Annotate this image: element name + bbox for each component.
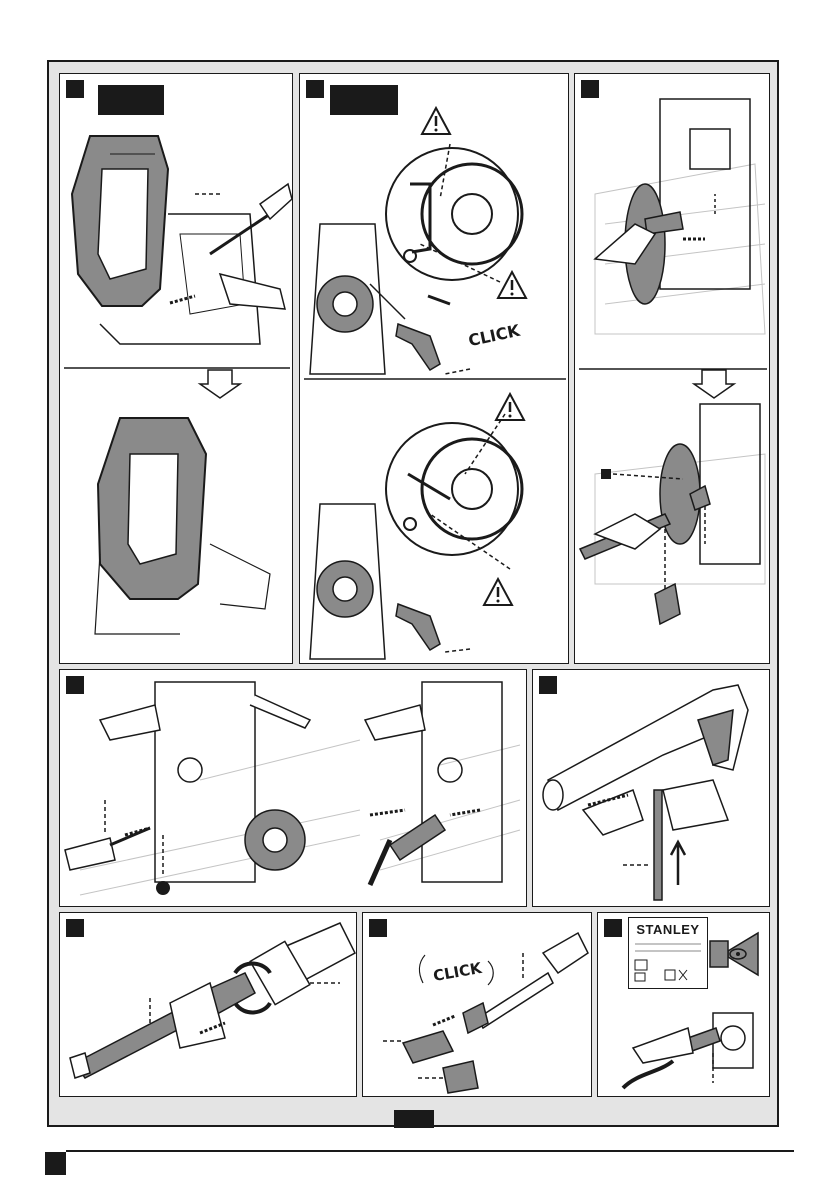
panel-power-plug: STANLEY: [597, 912, 770, 1097]
panel-lance-assembly: [59, 912, 357, 1097]
water-inlet-drawing: [575, 74, 770, 664]
instruction-sheet-frame: CLICK: [47, 60, 779, 1127]
panel-nozzle-attach: CLICK: [362, 912, 592, 1097]
eye-in-arrow-icon: [728, 933, 758, 975]
panel-hose-reel-crank: CLICK: [299, 73, 569, 664]
hose-reel-drawing: [300, 74, 569, 664]
handle-assembly-drawing: [60, 74, 293, 664]
lance-assembly-drawing: [60, 913, 357, 1097]
page-number-box: [394, 1110, 434, 1128]
panel-water-inlet: [574, 73, 770, 664]
gun-connection-drawing: [533, 670, 770, 907]
footer-rule: [66, 1150, 794, 1152]
nozzle-attach-drawing: [363, 913, 592, 1097]
footer-language-box: [45, 1152, 66, 1175]
outlet-hose-drawing: [60, 670, 527, 907]
power-plug-drawing: [598, 913, 770, 1097]
panel-handle-assembly: [59, 73, 293, 664]
panel-outlet-hose-connection: [59, 669, 527, 907]
panel-gun-connection: [532, 669, 770, 907]
